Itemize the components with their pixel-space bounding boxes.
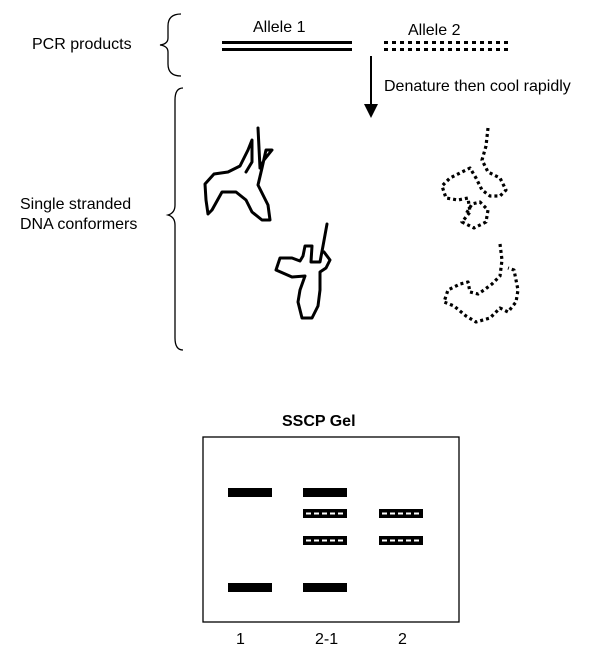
denature-arrow xyxy=(364,56,378,118)
conformers-label-line1: Single stranded xyxy=(20,196,132,213)
conformers-label-line2: DNA conformers xyxy=(20,216,138,233)
allele-2-conformer-a xyxy=(440,127,508,230)
band-lane21-upper-solid xyxy=(303,488,347,497)
lane-label-2: 2 xyxy=(398,631,407,648)
pcr-products-brace xyxy=(159,13,182,77)
allele-1-product xyxy=(222,41,352,51)
lane-label-1: 1 xyxy=(236,631,245,648)
band-lane21-dotted-2 xyxy=(303,536,347,545)
band-lane1-upper xyxy=(228,488,272,497)
allele-1-label: Allele 1 xyxy=(253,19,306,36)
allele-2-conformer-b xyxy=(442,243,520,324)
gel-frame xyxy=(202,436,460,623)
band-lane1-lower xyxy=(228,583,272,592)
band-lane2-dotted-1 xyxy=(379,509,423,518)
band-lane21-dotted-1 xyxy=(303,509,347,518)
allele-1-conformer-b xyxy=(274,222,332,320)
gel-title: SSCP Gel xyxy=(282,413,356,430)
denature-label: Denature then cool rapidly xyxy=(384,78,571,95)
allele-1-conformer-a xyxy=(203,126,274,222)
band-lane2-dotted-2 xyxy=(379,536,423,545)
conformers-brace xyxy=(165,87,184,351)
allele-2-product xyxy=(380,41,510,51)
pcr-products-label: PCR products xyxy=(32,36,132,53)
band-lane21-lower-solid xyxy=(303,583,347,592)
lane-label-2-1: 2-1 xyxy=(315,631,339,648)
allele-2-label: Allele 2 xyxy=(408,22,461,39)
